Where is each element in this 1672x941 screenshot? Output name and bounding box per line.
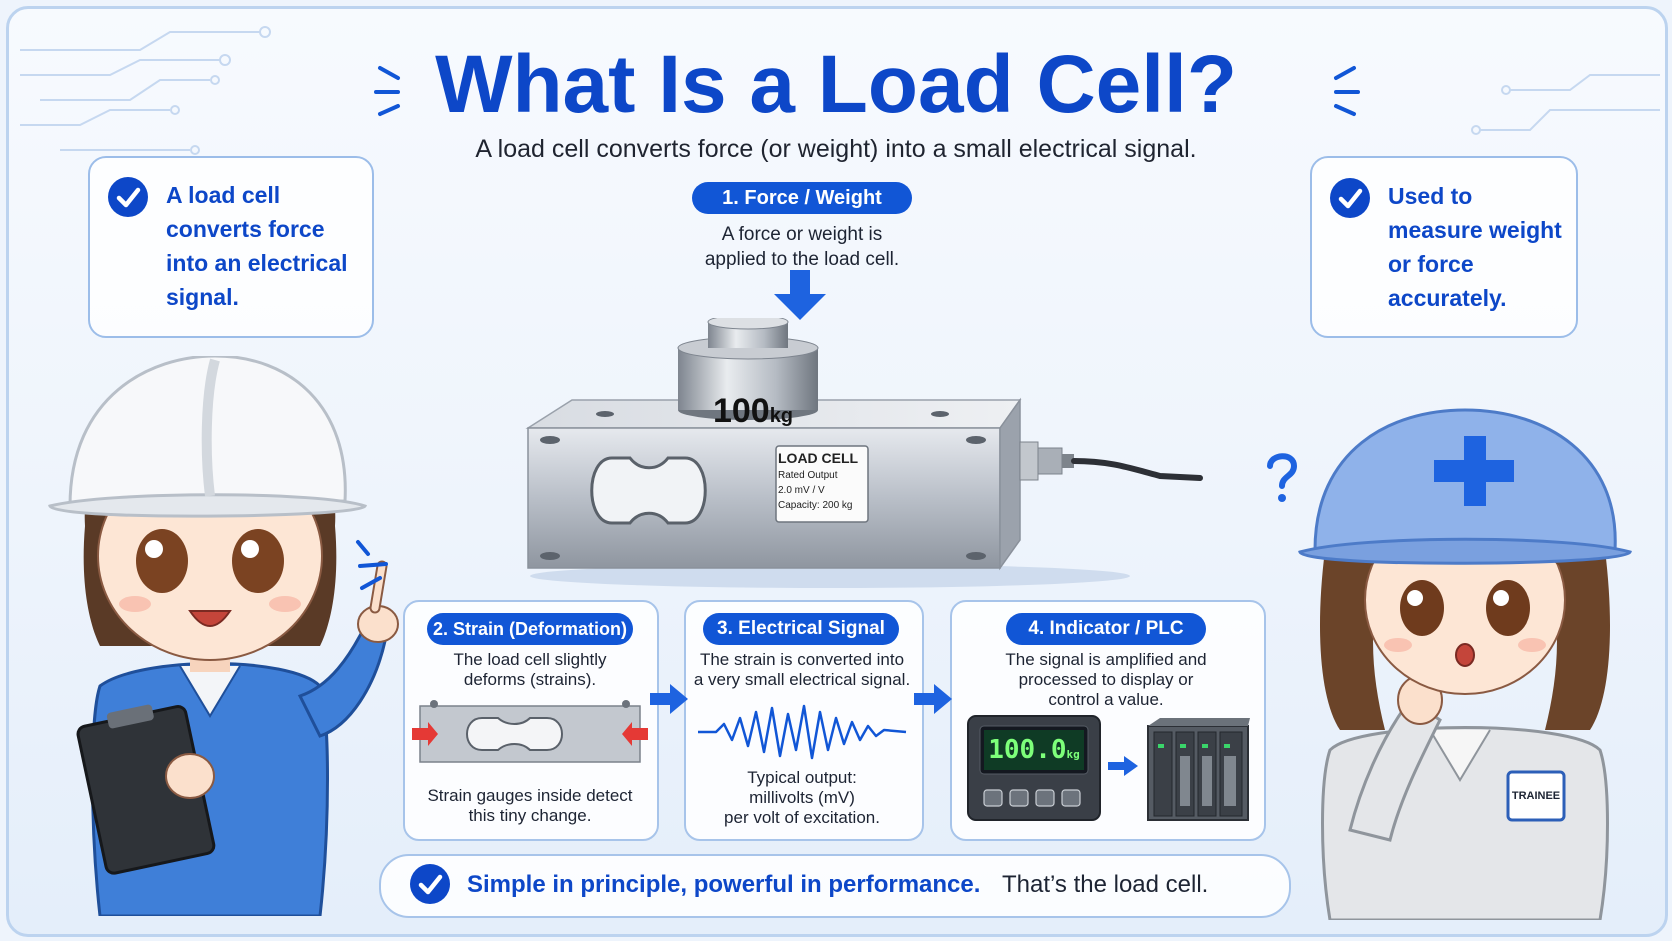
- signal-waveform-icon: [698, 704, 907, 760]
- check-icon: [410, 864, 450, 904]
- left-card-text: A load cell converts force into an elect…: [166, 182, 348, 310]
- weight-label: 100kg: [712, 392, 794, 430]
- flow-arrow-icon: [1108, 756, 1138, 776]
- title-sparkle-left-icon: [374, 66, 400, 116]
- flow-arrow-icon: [650, 684, 688, 714]
- bottom-summary-strong: Simple in principle, powerful in perform…: [467, 871, 981, 898]
- step3-description: The strain is converted into a very smal…: [693, 650, 911, 689]
- circuit-decoration-left: [20, 26, 271, 155]
- page-title: What Is a Load Cell?: [435, 39, 1237, 130]
- strain-beam-illustration: [412, 700, 648, 763]
- step1-description: A force or weight is applied to the load…: [704, 224, 900, 270]
- engineer-character-illustration: [48, 356, 399, 916]
- check-icon: [108, 177, 148, 217]
- check-icon: [1330, 178, 1370, 218]
- circuit-decoration-right: [1471, 74, 1660, 135]
- flow-arrow-icon: [914, 684, 952, 714]
- step4-label: 4. Indicator / PLC: [1006, 613, 1206, 645]
- question-mark-icon: [1267, 453, 1298, 502]
- bottom-summary-bar: [379, 854, 1291, 918]
- trainee-badge: TRAINEE: [1511, 790, 1561, 802]
- exclaim-sparkle-icon: [356, 540, 388, 590]
- indicator-readout: 100.0kg: [988, 735, 1080, 765]
- step3-label: 3. Electrical Signal: [703, 613, 899, 645]
- bottom-summary-rest: That’s the load cell.: [1002, 871, 1209, 898]
- step1-label: 1. Force / Weight: [692, 182, 912, 214]
- step4-description: The signal is amplified and processed to…: [1005, 650, 1207, 709]
- step3-footnote: Typical output: millivolts (mV) per volt…: [724, 768, 880, 827]
- page-subtitle: A load cell converts force (or weight) i…: [475, 135, 1197, 163]
- right-info-card: [1310, 156, 1578, 338]
- step2-footnote: Strain gauges inside detect this tiny ch…: [427, 786, 633, 825]
- load-cell-plate: LOAD CELL Rated Output 2.0 mV / V Capaci…: [778, 450, 859, 511]
- plc-illustration: [1147, 718, 1250, 821]
- force-arrow-icon: [774, 270, 826, 320]
- right-card-text: Used to measure weight or force accurate…: [1388, 183, 1562, 311]
- step2-description: The load cell slightly deforms (strains)…: [453, 650, 607, 689]
- title-sparkle-right-icon: [1334, 66, 1360, 116]
- indicator-device-illustration: [967, 715, 1101, 821]
- trainee-character-illustration: [1298, 408, 1632, 920]
- step2-label: 2. Strain (Deformation): [427, 613, 633, 645]
- load-cell-illustration: [525, 318, 1203, 588]
